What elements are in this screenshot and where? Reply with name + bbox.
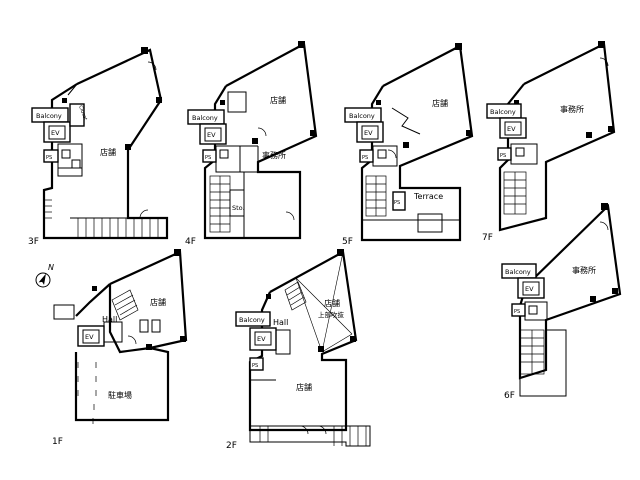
5f-floor-label: 5F — [342, 237, 353, 247]
5f-ev-label: EV — [364, 129, 373, 137]
5f-shop-label: 店舗 — [432, 98, 448, 108]
2f-floor-label: 2F — [226, 441, 237, 451]
7f-balcony-label: Balcony — [490, 108, 516, 116]
1f-ev-label: EV — [85, 333, 94, 341]
floor-plan-7f: Balcony EV PS 事務所 7F — [482, 41, 616, 243]
4f-office-label: 事務所 — [262, 150, 286, 160]
1f-shop-label: 店舗 — [150, 297, 166, 307]
floor-plan-5f: Balcony EV PS PS 店舗 Terrace 5F — [342, 43, 474, 247]
2f-ps-label: PS — [252, 363, 258, 369]
floor-plan-4f: Balcony EV PS Sto. 店舗 事務所 4F — [185, 41, 318, 247]
2f-ev-label: EV — [257, 335, 266, 343]
5f-balcony-label: Balcony — [349, 112, 375, 120]
4f-ev-label: EV — [207, 131, 216, 139]
3f-ps-label: PS — [46, 155, 52, 161]
6f-ev-label: EV — [525, 285, 534, 293]
6f-floor-label: 6F — [504, 391, 515, 401]
north-arrow-icon — [38, 273, 46, 285]
6f-ps-label: PS — [514, 309, 520, 315]
3f-floor-label: 3F — [28, 237, 39, 247]
compass-north-label: N — [48, 263, 54, 272]
floor-plan-2f: Balcony EV PS Hall 店舗 上部吹抜 店舗 2F — [226, 249, 371, 451]
4f-storage-label: Sto. — [232, 204, 245, 212]
1f-hall-label: Hall — [102, 315, 117, 324]
5f-ps2-label: PS — [394, 200, 400, 206]
6f-office-label: 事務所 — [572, 265, 596, 275]
5f-ps-label: PS — [362, 155, 368, 161]
4f-balcony-label: Balcony — [192, 114, 218, 122]
floor-plan-3f: Balcony EV Closet PS 店舗 3F — [28, 47, 169, 247]
3f-shop-label: 店舗 — [100, 147, 116, 157]
7f-ev-label: EV — [507, 125, 516, 133]
7f-office-label: 事務所 — [560, 104, 584, 114]
2f-void-label: 上部吹抜 — [318, 310, 345, 319]
floor-plan-1f: EV Hall 店舗 駐車場 1F — [52, 249, 188, 447]
3f-balcony-label: Balcony — [36, 112, 62, 120]
floor-plan-6f: Balcony EV PS 事務所 6F — [501, 203, 622, 401]
2f-hall-label: Hall — [273, 318, 288, 327]
1f-parking-label: 駐車場 — [108, 390, 132, 400]
4f-shop-label: 店舗 — [270, 95, 286, 105]
4f-ps-label: PS — [205, 155, 211, 161]
7f-floor-label: 7F — [482, 233, 493, 243]
2f-shop-upper-label: 店舗 — [324, 298, 340, 308]
2f-balcony-label: Balcony — [239, 316, 265, 324]
1f-floor-label: 1F — [52, 437, 63, 447]
2f-shop-label: 店舗 — [296, 382, 312, 392]
6f-balcony-label: Balcony — [505, 268, 531, 276]
7f-ps-label: PS — [500, 153, 506, 159]
north-compass: N — [35, 263, 54, 288]
4f-floor-label: 4F — [185, 237, 196, 247]
3f-ev-label: EV — [51, 129, 60, 137]
3f-closet-label: Closet — [77, 105, 88, 122]
5f-terrace-label: Terrace — [413, 192, 443, 201]
